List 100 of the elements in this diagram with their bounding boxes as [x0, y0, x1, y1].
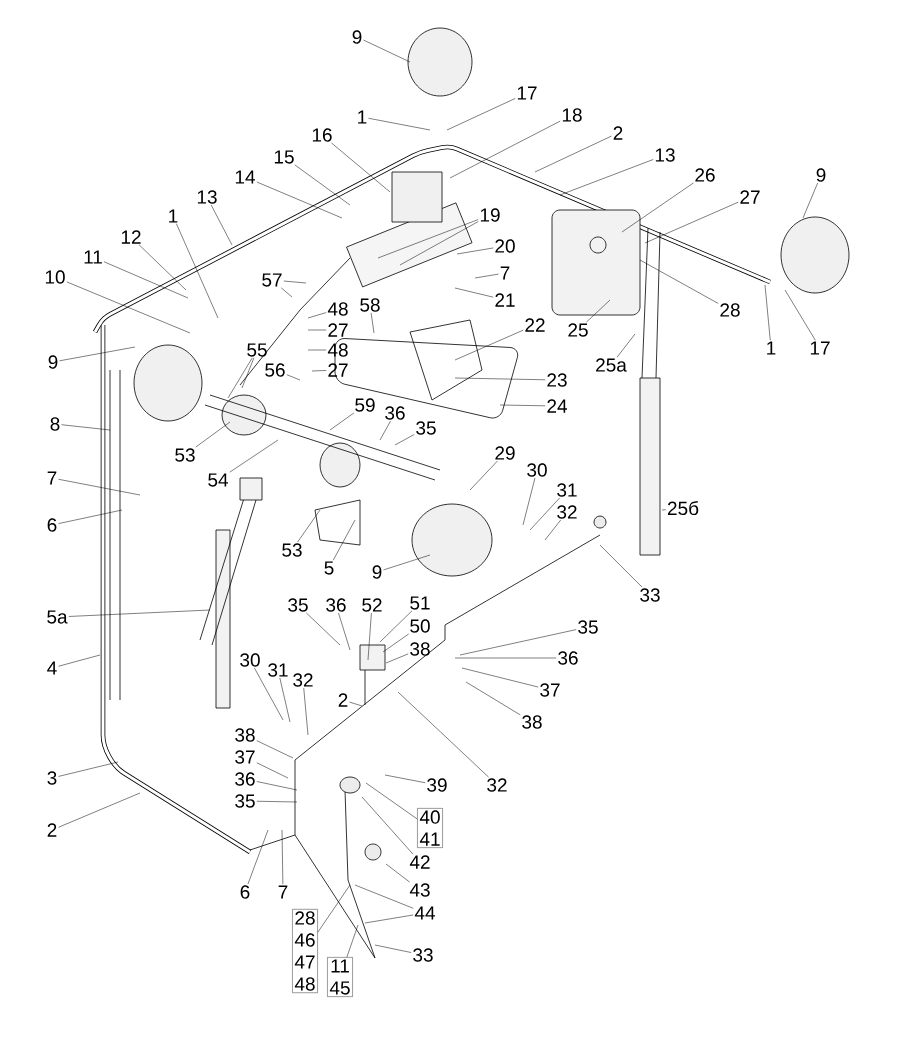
callout-number: 58 [360, 298, 380, 312]
leader-line [784, 289, 816, 341]
leader-line [802, 182, 818, 219]
callout-number: 1 [767, 341, 776, 355]
leader-line [59, 346, 136, 362]
leader-line [456, 247, 494, 255]
callout-number: 36 [385, 406, 405, 420]
leader-line [363, 39, 411, 63]
callout-number: 57 [262, 273, 282, 287]
callout-number: 32 [557, 505, 577, 519]
leader-line [394, 434, 415, 446]
leader-line [58, 792, 141, 828]
leader-line [639, 259, 719, 304]
leader-line [294, 164, 351, 206]
leader-line [281, 829, 284, 885]
callout-number: 54 [208, 473, 228, 487]
callout-number: 35 [578, 620, 598, 634]
callout-number: 44 [414, 906, 435, 920]
callout-number: 50 [410, 619, 430, 633]
callout-number: 38 [410, 642, 430, 656]
leader-line [370, 312, 375, 334]
callout-number: 37 [540, 683, 560, 697]
callout-number: 36 [235, 772, 255, 786]
leader-line [474, 273, 499, 279]
leader-line [465, 681, 521, 716]
leader-line [254, 667, 284, 721]
leader-line [279, 677, 291, 723]
leader-line [103, 261, 189, 299]
callout-number: 30 [240, 653, 260, 667]
leader-line [454, 377, 546, 380]
callout-number: 38 [522, 715, 542, 729]
callout-number: 32 [487, 778, 507, 792]
leader-line [382, 633, 409, 653]
callout-number: 9 [372, 565, 382, 579]
leader-line [311, 370, 327, 372]
leader-line [58, 654, 101, 667]
callout-number: 5а [47, 610, 68, 624]
leader-line [338, 612, 351, 651]
callout-number: 17 [517, 86, 537, 100]
leader-line [317, 884, 351, 933]
leader-line [599, 544, 643, 588]
callout-number: 26 [695, 168, 715, 182]
leader-line [280, 287, 293, 298]
leader-line [499, 404, 546, 407]
callout-number: 32 [293, 673, 313, 687]
callout-number: 11 [84, 250, 102, 264]
leader-line [559, 159, 654, 196]
callout-number: 9 [48, 355, 58, 369]
leader-line [384, 774, 426, 783]
leader-line [534, 135, 612, 173]
callout-number: 7 [500, 266, 510, 280]
callout-number: 35 [288, 598, 308, 612]
leader-line [374, 944, 412, 953]
callout-number: 35 [235, 794, 255, 808]
leader-line [367, 612, 372, 661]
callout-number: 25б [667, 500, 699, 516]
leader-line [446, 98, 516, 131]
leader-line [529, 497, 560, 531]
callout-number: 42 [409, 855, 430, 869]
callout-number: 8 [50, 417, 60, 431]
leader-line [377, 219, 479, 259]
callout-number: 1 [358, 110, 367, 124]
callout-number: 3 [47, 771, 57, 785]
leader-line [256, 181, 343, 219]
callout-number: 23 [547, 373, 567, 387]
leader-line [283, 280, 307, 284]
leader-line [469, 460, 498, 491]
callout-number: 4 [47, 661, 57, 675]
callout-number: 5 [324, 561, 334, 575]
callout-number: 2 [338, 693, 348, 707]
leader-line [454, 329, 524, 361]
callout-number: 48 [327, 343, 348, 357]
callout-number: 13 [655, 148, 675, 162]
callout-number: 17 [810, 341, 830, 355]
callout-number: 38 [235, 728, 255, 742]
callout-number: 21 [495, 293, 515, 307]
callout-stack: 40 41 [417, 808, 443, 848]
callout-number: 1 [169, 209, 178, 223]
leader-line [307, 349, 327, 351]
leader-line [210, 204, 233, 246]
leader-line [256, 762, 289, 779]
leader-line [379, 610, 413, 643]
callout-number: 19 [480, 208, 500, 222]
leader-line [368, 118, 431, 131]
callout-number: 25 [568, 323, 588, 337]
leader-line [68, 609, 211, 617]
leader-line [306, 612, 341, 646]
leader-line [229, 439, 279, 473]
leader-line [58, 761, 119, 777]
callout-number: 36 [326, 598, 346, 612]
leader-line [176, 223, 219, 319]
leader-line [383, 554, 431, 571]
callout-stack: 11 45 [327, 957, 353, 997]
callout-number: 39 [427, 778, 447, 792]
leader-line [256, 801, 298, 803]
callout-number: 27 [328, 323, 348, 337]
callout-number: 51 [410, 596, 430, 610]
callout-number: 16 [312, 128, 332, 142]
callout-number: 9 [816, 168, 826, 182]
callout-number: 36 [558, 651, 578, 665]
